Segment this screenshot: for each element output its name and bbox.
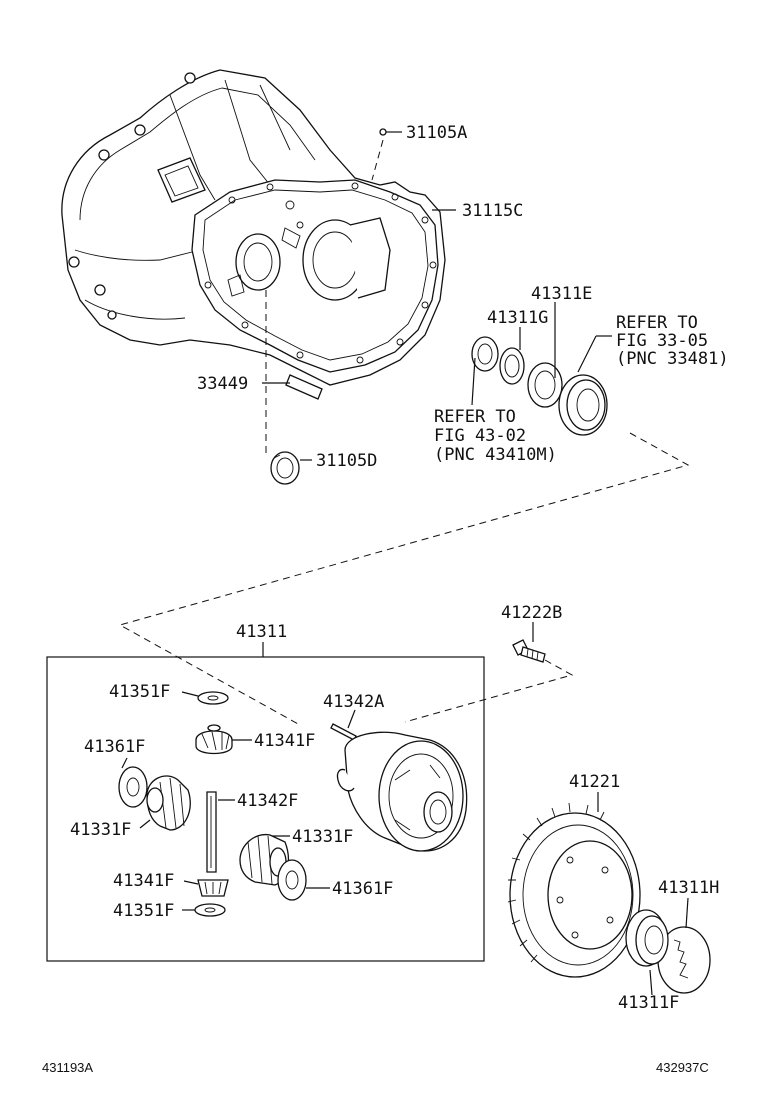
- label-41341F-top: 41341F: [254, 731, 315, 751]
- label-41342A: 41342A: [323, 692, 384, 712]
- part-41342F-shape: [206, 791, 217, 873]
- label-41361F-right: 41361F: [332, 879, 393, 899]
- part-31105A-shape: [379, 128, 387, 136]
- label-41311E: 41311E: [531, 284, 592, 304]
- part-41311F-shape: [625, 909, 669, 967]
- label-41342F: 41342F: [237, 791, 298, 811]
- differential-case-shape: [336, 731, 468, 852]
- part-41342A-shape: [330, 723, 357, 741]
- bearing-seal-stack: [471, 336, 608, 436]
- label-31105A: 31105A: [406, 123, 467, 143]
- ref-right-line3: (PNC 33481): [616, 349, 729, 369]
- label-41351F-bottom: 41351F: [113, 901, 174, 921]
- part-41351F-bottom-shape: [194, 903, 226, 917]
- part-41361F-right-shape: [277, 859, 307, 901]
- label-41311G: 41311G: [487, 308, 548, 328]
- part-33449-shape: [285, 374, 323, 400]
- label-41221: 41221: [569, 772, 620, 792]
- part-41221-shape: [507, 802, 641, 978]
- ref-right-line2: FIG 33-05: [616, 331, 708, 351]
- part-31105D-shape: [270, 451, 300, 485]
- label-41341F-bottom: 41341F: [113, 871, 174, 891]
- label-31115C: 31115C: [462, 201, 523, 221]
- top-leader-lines: [262, 131, 612, 461]
- dashed-bolt-path: [404, 659, 574, 723]
- part-41351F-top-shape: [197, 691, 229, 705]
- label-41331F-left: 41331F: [70, 820, 131, 840]
- part-41331F-left-shape: [146, 775, 191, 831]
- part-41341F-bottom-shape: [197, 879, 229, 897]
- part-41341F-top-shape: [195, 724, 233, 755]
- diff-kit-box: [46, 656, 485, 962]
- label-41351F-top: 41351F: [109, 682, 170, 702]
- transaxle-case-drawing: [61, 69, 446, 386]
- footer-left-code: 431193A: [42, 1060, 93, 1075]
- ref-left-line3: (PNC 43410M): [434, 445, 557, 465]
- ref-left-line2: FIG 43-02: [434, 426, 526, 446]
- ref-right-line1: REFER TO: [616, 313, 698, 333]
- label-41331F-right: 41331F: [292, 827, 353, 847]
- label-41311: 41311: [236, 622, 287, 642]
- label-41222B: 41222B: [501, 603, 562, 623]
- footer-right-code: 432937C: [656, 1060, 709, 1075]
- label-41361F-left: 41361F: [84, 737, 145, 757]
- part-41311H-shape: [657, 926, 711, 994]
- part-41222B-shape: [512, 639, 546, 663]
- ref-left-line1: REFER TO: [434, 407, 516, 427]
- part-41361F-left-shape: [118, 766, 148, 808]
- label-41311F: 41311F: [618, 993, 679, 1013]
- dashed-connection-path: [118, 432, 690, 726]
- label-33449: 33449: [197, 374, 248, 394]
- label-31105D: 31105D: [316, 451, 377, 471]
- label-41311H: 41311H: [658, 878, 719, 898]
